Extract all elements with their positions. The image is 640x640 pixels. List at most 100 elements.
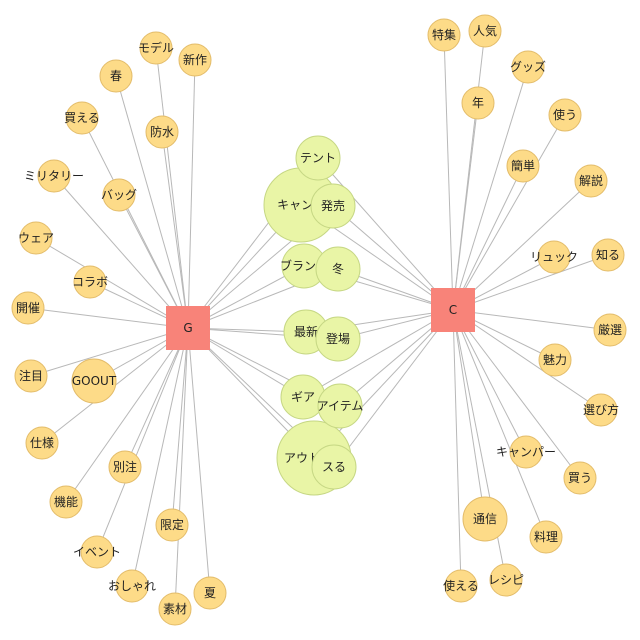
word-node-circle — [158, 592, 192, 626]
word-node-circle — [468, 14, 502, 48]
word-node: 防水 — [145, 115, 179, 149]
word-node-circle — [178, 43, 212, 77]
word-node-circle — [11, 291, 45, 325]
word-node: コラボ — [72, 265, 108, 299]
word-node: 登場 — [315, 316, 361, 362]
edge-c-31 — [452, 309, 602, 411]
hub-node-c: C — [431, 288, 475, 332]
word-node-circle — [529, 520, 563, 554]
word-node: バッグ — [101, 178, 137, 212]
word-node: 限定 — [155, 508, 189, 542]
word-node-circle — [145, 115, 179, 149]
word-node-circle — [489, 563, 523, 597]
edge-g-13 — [124, 327, 189, 468]
word-node-label: 仕様 — [30, 436, 54, 450]
edge-g-16 — [96, 327, 189, 553]
word-node-circle — [14, 359, 48, 393]
word-node-circle — [511, 50, 545, 84]
word-node-label: 登場 — [326, 331, 350, 346]
word-node: 知る — [591, 238, 625, 272]
word-node: 厳選 — [593, 313, 627, 347]
word-node-circle — [461, 86, 495, 120]
word-node-label: ウェア — [18, 231, 54, 245]
word-node-label: 素材 — [163, 602, 187, 616]
word-node-circle — [25, 426, 59, 460]
edge-g-6 — [118, 194, 189, 329]
edge-g-19 — [187, 327, 211, 594]
edge-g-10 — [30, 327, 189, 377]
word-node: グッズ — [510, 50, 546, 84]
word-node: 注目 — [14, 359, 48, 393]
word-node-label: 夏 — [204, 586, 216, 600]
word-node: 夏 — [193, 576, 227, 610]
word-node-circle — [506, 149, 540, 183]
word-node: 使える — [443, 569, 479, 603]
word-node-circle — [80, 535, 114, 569]
word-node-circle — [462, 496, 508, 542]
edge-c-35 — [452, 309, 547, 538]
word-node-label: 最新 — [294, 324, 318, 339]
word-node-circle — [317, 383, 363, 429]
word-node-circle — [537, 240, 571, 274]
word-node-label: イベント — [73, 545, 121, 559]
edge-c-20 — [443, 34, 454, 311]
word-node-circle — [19, 221, 53, 255]
word-node-label: モデル — [138, 40, 174, 55]
edge-g-0 — [155, 47, 189, 329]
word-node-label: 春 — [110, 69, 122, 83]
edge-g-14 — [65, 327, 189, 503]
word-node-circle — [548, 98, 582, 132]
edge-g-7 — [35, 237, 189, 329]
word-node: キャンパー — [496, 435, 556, 469]
word-node-label: ミリタリー — [24, 169, 84, 183]
word-node: 選び方 — [583, 393, 619, 427]
word-node-circle — [315, 246, 361, 292]
word-node: 買える — [64, 101, 100, 135]
word-node: 別注 — [108, 450, 142, 484]
word-node-label: 解説 — [579, 173, 603, 188]
word-node: リュック — [530, 240, 578, 274]
word-node: イベント — [73, 535, 121, 569]
word-node: 発売 — [310, 183, 356, 229]
edge-c-38 — [317, 157, 454, 311]
word-node-circle — [509, 435, 543, 469]
word-node-label: 発売 — [321, 198, 345, 213]
word-node-label: 簡単 — [511, 158, 535, 173]
edge-g-9 — [27, 307, 189, 329]
word-node-circle — [73, 265, 107, 299]
word-node-label: コラボ — [72, 275, 108, 289]
word-node: GOOUT — [71, 358, 117, 404]
word-node-circle — [574, 164, 608, 198]
word-node-label: 年 — [472, 96, 484, 110]
word-node: おしゃれ — [108, 569, 156, 603]
word-node-circle — [37, 159, 71, 193]
word-node-label: 買える — [64, 111, 100, 125]
word-node: 年 — [461, 86, 495, 120]
word-node-label: 機能 — [54, 494, 78, 509]
edge-g-1 — [187, 59, 196, 329]
word-node: テント — [295, 135, 341, 181]
word-node: ミリタリー — [24, 159, 84, 193]
word-node-label: 人気 — [473, 23, 497, 38]
word-node: アイテム — [317, 383, 363, 429]
word-node-circle — [427, 18, 461, 52]
word-node-circle — [108, 450, 142, 484]
word-node: 解説 — [574, 164, 608, 198]
word-node-label: レシピ — [488, 573, 524, 587]
word-node-circle — [139, 31, 173, 65]
edge-c-48 — [333, 309, 454, 468]
edge-c-45 — [302, 309, 454, 398]
word-node-circle — [315, 316, 361, 362]
edge-c-36 — [452, 309, 462, 587]
word-node-circle — [102, 178, 136, 212]
word-node-label: 注目 — [19, 368, 43, 383]
word-node-circle — [49, 485, 83, 519]
edge-c-25 — [452, 165, 524, 311]
word-node: 人気 — [468, 14, 502, 48]
word-node-label: キャンパー — [496, 445, 556, 459]
word-node: ブランド — [280, 243, 328, 289]
edge-g-17 — [131, 327, 189, 587]
word-node-circle — [155, 508, 189, 542]
word-node: 簡単 — [506, 149, 540, 183]
word-node-circle — [115, 569, 149, 603]
